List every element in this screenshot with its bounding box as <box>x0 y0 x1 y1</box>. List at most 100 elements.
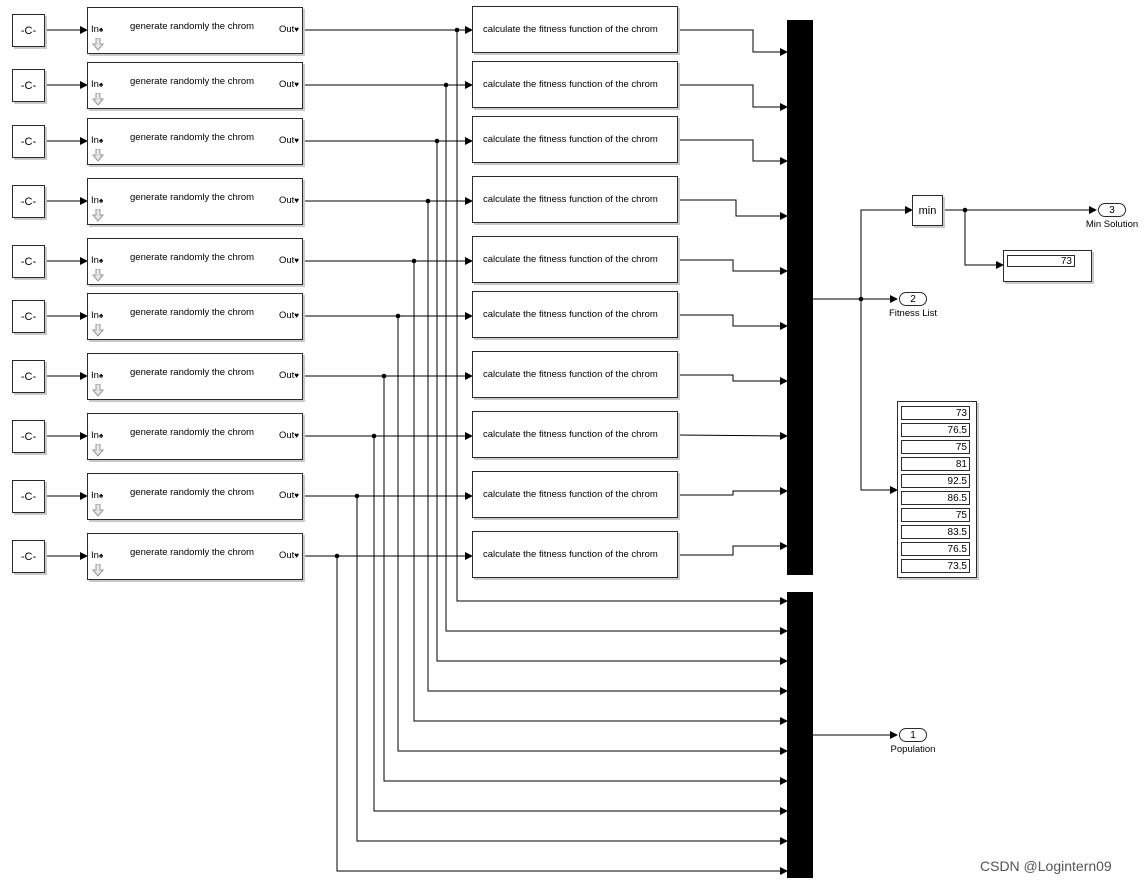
display-cell: 81 <box>901 457 970 471</box>
constant-block[interactable]: -C- <box>12 360 45 393</box>
fitness-subsystem[interactable]: calculate the fitness function of the ch… <box>472 176 678 223</box>
generator-title: generate randomly the chrom <box>130 132 255 143</box>
fitness-title: calculate the fitness function of the ch… <box>483 134 658 145</box>
outport-fitness_list[interactable]: 2 <box>899 292 927 306</box>
constant-block[interactable]: -C- <box>12 69 45 102</box>
signal-line <box>383 376 788 785</box>
out-port-label: Out♥ <box>279 310 299 321</box>
out-port-text: Out <box>278 310 295 321</box>
signal-line <box>413 261 788 725</box>
down-arrow-icon <box>92 504 104 517</box>
port-arrow-icon: ♠ <box>98 256 104 265</box>
down-arrow-icon <box>92 149 104 162</box>
generator-title: generate randomly the chrom <box>130 76 255 87</box>
port-arrow-icon: ♠ <box>98 196 104 205</box>
generate-chrom-subsystem[interactable]: In♠ generate randomly the chrom Out♥ <box>87 238 303 285</box>
fitness-title: calculate the fitness function of the ch… <box>483 194 658 205</box>
display-cell: 83.5 <box>901 525 970 539</box>
out-port-label: Out♥ <box>279 490 299 501</box>
generator-title: generate randomly the chrom <box>130 427 255 438</box>
out-port-text: Out <box>278 135 295 146</box>
out-port-text: Out <box>278 255 295 266</box>
down-arrow-icon <box>92 324 104 337</box>
in-port-text: In <box>91 490 99 501</box>
outport-name: Min Solution <box>1085 219 1139 230</box>
out-port-label: Out♥ <box>279 370 299 381</box>
port-arrow-icon: ♠ <box>98 80 104 89</box>
constant-label: -C- <box>20 490 37 503</box>
signal-line <box>678 199 788 220</box>
signal-line <box>427 201 788 695</box>
fitness-title: calculate the fitness function of the ch… <box>483 489 658 500</box>
down-arrow-icon <box>92 269 104 282</box>
generator-title: generate randomly the chrom <box>130 21 255 32</box>
down-arrow-icon <box>92 93 104 106</box>
constant-block[interactable]: -C- <box>12 420 45 453</box>
generate-chrom-subsystem[interactable]: In♠ generate randomly the chrom Out♥ <box>87 118 303 165</box>
out-port-label: Out♥ <box>279 550 299 561</box>
fitness-subsystem[interactable]: calculate the fitness function of the ch… <box>472 236 678 283</box>
min-block[interactable]: min <box>912 195 943 226</box>
fitness-subsystem[interactable]: calculate the fitness function of the ch… <box>472 531 678 578</box>
outport-min_solution[interactable]: 3 <box>1098 203 1126 217</box>
generator-title: generate randomly the chrom <box>130 252 255 263</box>
constant-block[interactable]: -C- <box>12 480 45 513</box>
constant-label: -C- <box>20 135 37 148</box>
in-port-label: In♠ <box>91 135 103 146</box>
fitness-subsystem[interactable]: calculate the fitness function of the ch… <box>472 471 678 518</box>
signal-line <box>336 556 788 875</box>
mux-fitness <box>787 20 813 575</box>
out-port-label: Out♥ <box>279 255 299 266</box>
signal-line <box>373 436 788 815</box>
constant-block[interactable]: -C- <box>12 300 45 333</box>
constant-block[interactable]: -C- <box>12 14 45 47</box>
signal-line <box>678 29 788 56</box>
in-port-text: In <box>91 79 99 90</box>
constant-block[interactable]: -C- <box>12 125 45 158</box>
port-arrow-icon: ♥ <box>294 136 299 145</box>
fitness-subsystem[interactable]: calculate the fitness function of the ch… <box>472 61 678 108</box>
fitness-subsystem[interactable]: calculate the fitness function of the ch… <box>472 411 678 458</box>
constant-block[interactable]: -C- <box>12 245 45 278</box>
fitness-title: calculate the fitness function of the ch… <box>483 254 658 265</box>
in-port-label: In♠ <box>91 310 103 321</box>
signal-line <box>860 299 898 494</box>
outport-number: 2 <box>910 293 916 305</box>
out-port-label: Out♥ <box>279 135 299 146</box>
constant-label: -C- <box>20 310 37 323</box>
fitness-subsystem[interactable]: calculate the fitness function of the ch… <box>472 351 678 398</box>
mux-population <box>787 592 813 878</box>
port-arrow-icon: ♠ <box>98 431 104 440</box>
fitness-subsystem[interactable]: calculate the fitness function of the ch… <box>472 6 678 53</box>
signal-line <box>678 542 788 556</box>
outport-population[interactable]: 1 <box>899 728 927 742</box>
outport-name: Population <box>890 744 936 755</box>
constant-label: -C- <box>20 79 37 92</box>
fitness-subsystem[interactable]: calculate the fitness function of the ch… <box>472 291 678 338</box>
down-arrow-icon <box>92 564 104 577</box>
down-arrow-icon <box>92 384 104 397</box>
in-port-text: In <box>91 255 99 266</box>
out-port-text: Out <box>278 490 295 501</box>
generate-chrom-subsystem[interactable]: In♠ generate randomly the chrom Out♥ <box>87 413 303 460</box>
signal-line <box>397 316 788 755</box>
constant-block[interactable]: -C- <box>12 185 45 218</box>
fitness-title: calculate the fitness function of the ch… <box>483 309 658 320</box>
fitness-subsystem[interactable]: calculate the fitness function of the ch… <box>472 116 678 163</box>
in-port-label: In♠ <box>91 430 103 441</box>
generator-title: generate randomly the chrom <box>130 367 255 378</box>
port-arrow-icon: ♠ <box>98 25 104 34</box>
signal-line <box>678 487 788 496</box>
out-port-label: Out♥ <box>279 430 299 441</box>
display-cell: 75 <box>901 508 970 522</box>
constant-block[interactable]: -C- <box>12 540 45 573</box>
